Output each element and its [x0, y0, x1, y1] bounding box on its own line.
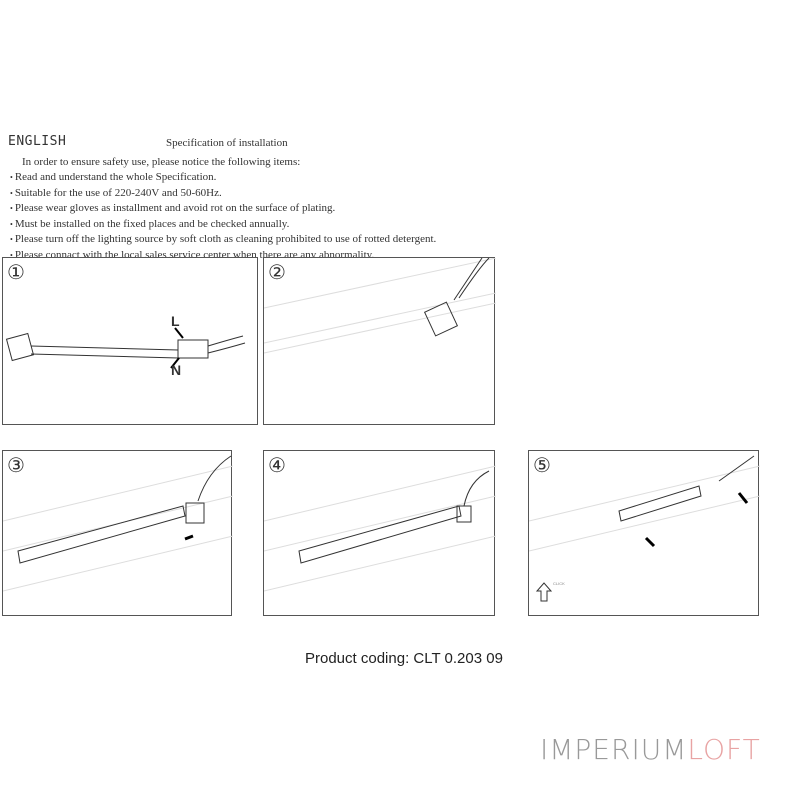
document-title: Specification of installation	[166, 137, 288, 149]
logo-part2: LOFT	[687, 733, 761, 766]
logo-part1: IMPERIUM	[540, 733, 688, 766]
product-coding: Product coding: CLT 0.203 09	[305, 650, 503, 667]
step-number: ①	[7, 260, 25, 284]
step-number: ③	[7, 453, 25, 477]
step-1-panel: ① L N	[2, 257, 258, 425]
step-3-panel: ③	[2, 450, 233, 616]
intro-text: In order to ensure safety use, please no…	[22, 156, 301, 168]
neutral-label: N	[171, 362, 182, 378]
step-number: ②	[268, 260, 286, 284]
step-5-panel: ⑤ CLICK	[528, 450, 760, 616]
step-2-panel: ②	[263, 257, 496, 425]
track-insert-illustration	[3, 455, 233, 592]
connector-illustration	[264, 258, 496, 354]
step-4-panel: ④	[263, 450, 496, 616]
track-connected-illustration	[264, 465, 496, 592]
wiring-illustration	[5, 327, 246, 369]
track-mount-illustration	[529, 455, 760, 602]
list-item: Please turn off the lighting source by s…	[10, 232, 436, 248]
live-label: L	[171, 313, 180, 329]
language-heading: ENGLISH	[8, 134, 67, 149]
list-item: Read and understand the whole Specificat…	[10, 170, 436, 186]
brand-logo: IMPERIUMLOFT	[540, 733, 761, 766]
list-item: Suitable for the use of 220-240V and 50-…	[10, 186, 436, 202]
list-item: Please wear gloves as installment and av…	[10, 201, 436, 217]
step-number: ⑤	[533, 453, 551, 477]
list-item: Must be installed on the fixed places an…	[10, 217, 436, 233]
click-note: CLICK	[553, 581, 565, 586]
step-number: ④	[268, 453, 286, 477]
safety-list: Read and understand the whole Specificat…	[10, 170, 436, 263]
